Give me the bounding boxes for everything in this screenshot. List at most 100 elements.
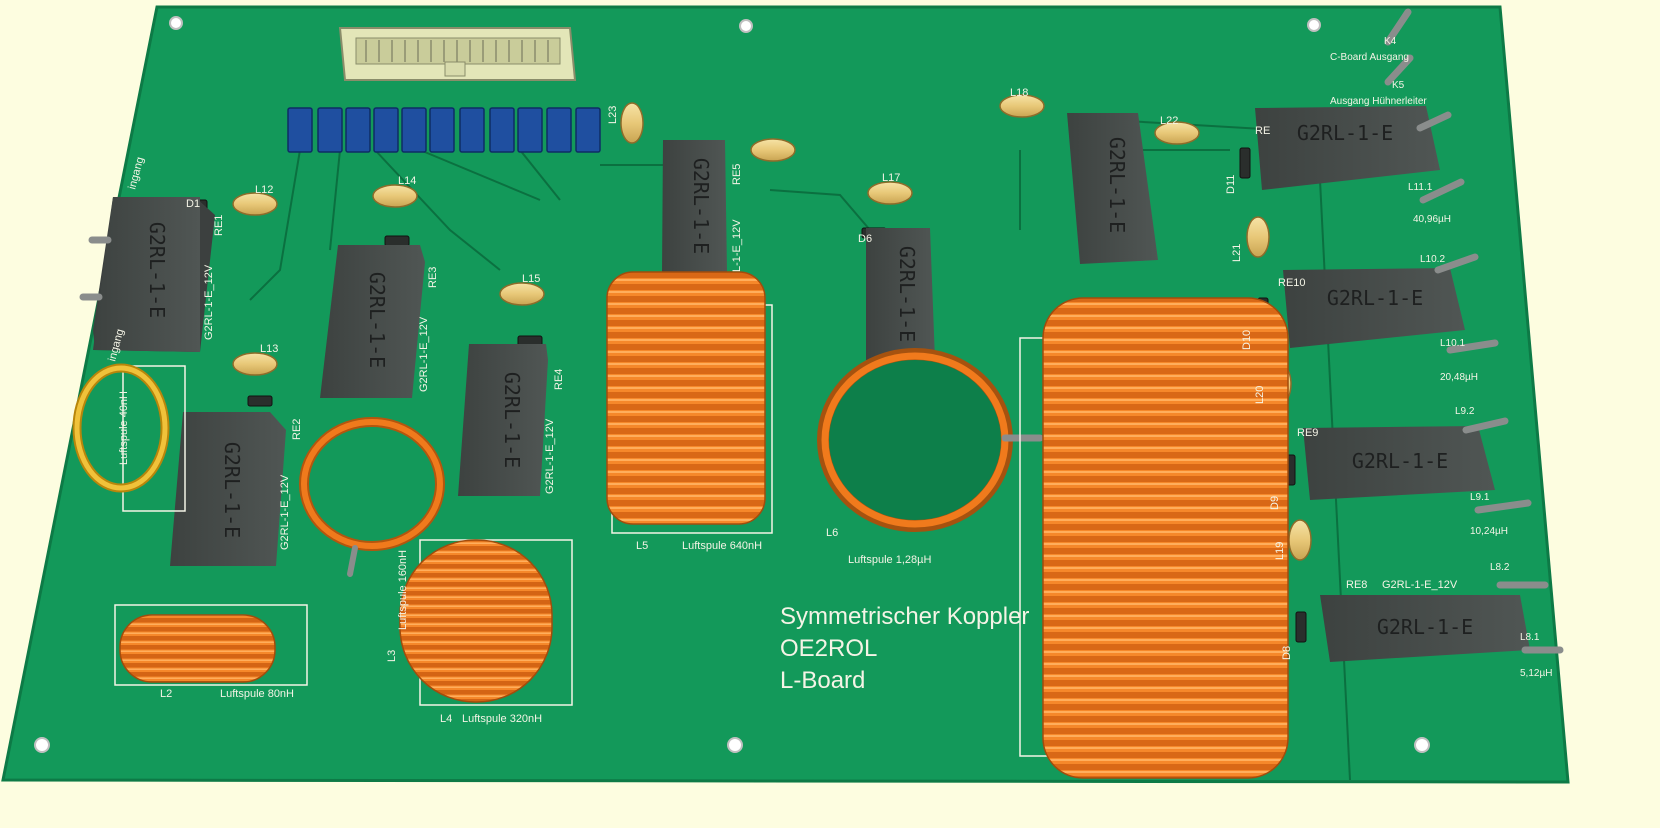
coil-l6 — [817, 348, 1044, 532]
coil-l2 — [114, 604, 308, 686]
svg-text:G2RL-1-E: G2RL-1-E — [1297, 121, 1393, 145]
connector-k4-ref: K4 — [1384, 36, 1397, 47]
coil-l6-label: Luftspule 1,28µH — [848, 554, 931, 566]
svg-text:G2RL-1-E: G2RL-1-E — [895, 246, 919, 342]
board-title: Symmetrischer Koppler OE2ROL L-Board — [780, 603, 1029, 694]
coil-40nh — [72, 363, 186, 512]
jumper-block-row — [287, 107, 601, 153]
out-l10-1-ref: L10.1 — [1440, 338, 1465, 349]
label-l12: L12 — [255, 184, 273, 196]
out-l8-2-ref: L8.2 — [1490, 562, 1510, 573]
relay-re4: G2RL-1-E — [458, 344, 548, 496]
relay-re9-ref: RE9 — [1297, 427, 1318, 439]
label-d10: D10 — [1241, 330, 1253, 350]
relay-re1: G2RL-1-E — [93, 197, 215, 352]
relay-re4-ref: RE4 — [553, 369, 565, 390]
output-labels: L11.1 40,96µH L10.2 L10.1 20,48µH L9.2 L… — [1408, 182, 1552, 679]
label-l20: L20 — [1254, 386, 1266, 404]
label-l15: L15 — [522, 273, 540, 285]
svg-text:G2RL-1-E: G2RL-1-E — [1105, 137, 1129, 233]
relay-re10-ref: RE10 — [1278, 277, 1306, 289]
relay-re8-ref: RE8 — [1346, 579, 1367, 591]
relay-re5-value: L-1-E_12V — [731, 219, 743, 272]
relay-re2-value: G2RL-1-E_12V — [279, 474, 291, 550]
relay-re3: G2RL-1-E — [320, 245, 425, 398]
relay-re4-value: G2RL-1-E_12V — [544, 418, 556, 494]
board-title-line-2: OE2ROL — [780, 635, 877, 662]
out-l8-1-ref: L8.1 — [1520, 632, 1540, 643]
coil-l3-ref: L3 — [386, 650, 398, 662]
relay-re5: G2RL-1-E — [662, 140, 727, 272]
label-d9: D9 — [1269, 496, 1281, 510]
out-l10-2-ref: L10.2 — [1420, 254, 1445, 265]
coil-l5-label: Luftspule 640nH — [682, 540, 762, 552]
connector-k5-label: Ausgang Hühnerleiter — [1330, 96, 1427, 107]
relay-re7: G2RL-1-E — [1067, 113, 1158, 264]
relay-right-3: G2RL-1-E — [1303, 426, 1495, 500]
connector-k5-ref: K5 — [1392, 80, 1405, 91]
coil-l4-label: Luftspule 320nH — [462, 713, 542, 725]
label-d8: D8 — [1281, 646, 1293, 660]
relay-re2: G2RL-1-E — [170, 412, 286, 566]
svg-text:G2RL-1-E: G2RL-1-E — [145, 222, 169, 318]
label-l22: L22 — [1160, 115, 1178, 127]
relay-re5-ref: RE5 — [731, 164, 743, 185]
out-l9-1-ref: L9.1 — [1470, 492, 1490, 503]
coil-l3-label: Luftspule 160nH — [397, 550, 409, 630]
relay-re1-ref: RE1 — [213, 215, 225, 236]
coil-large — [1019, 297, 1289, 779]
coil-l4-ref: L4 — [440, 713, 452, 725]
coil-l5 — [606, 271, 773, 534]
out-l9-2-ref: L9.2 — [1455, 406, 1475, 417]
coil-l6-ref: L6 — [826, 527, 838, 539]
output-pins — [1384, 8, 1564, 654]
svg-text:G2RL-1-E: G2RL-1-E — [500, 372, 524, 468]
relay-re3-ref: RE3 — [427, 267, 439, 288]
connector-k4-label: C-Board Ausgang — [1330, 52, 1409, 63]
coil-l4 — [399, 539, 573, 706]
relay-labels: RE1 G2RL-1-E_12V RE2 G2RL-1-E_12V RE3 G2… — [203, 125, 1458, 591]
mounting-holes — [34, 16, 1430, 753]
board-title-line-3: L-Board — [780, 667, 865, 694]
relay-right-4: G2RL-1-E — [1320, 595, 1530, 662]
connector-labels: K4 C-Board Ausgang K5 Ausgang Hühnerleit… — [1330, 36, 1427, 107]
coil-l5-ref: L5 — [636, 540, 648, 552]
relay-re8-value: G2RL-1-E_12V — [1382, 579, 1458, 591]
left-pins — [79, 236, 112, 301]
relay-right-2: G2RL-1-E — [1283, 268, 1465, 348]
svg-text:G2RL-1-E: G2RL-1-E — [1377, 615, 1473, 639]
coil-l3 — [299, 417, 445, 577]
relay-re2-ref: RE2 — [291, 419, 303, 440]
board-title-line-1: Symmetrischer Koppler — [780, 603, 1029, 630]
svg-text:G2RL-1-E: G2RL-1-E — [689, 158, 713, 254]
label-d1: D1 — [186, 198, 200, 210]
svg-text:G2RL-1-E: G2RL-1-E — [220, 442, 244, 538]
label-l21: L21 — [1231, 244, 1243, 262]
label-l14: L14 — [398, 175, 416, 187]
relay-re6: G2RL-1-E — [866, 228, 935, 360]
out-l8-1-value: 5,12µH — [1520, 668, 1552, 679]
out-l9-1-value: 10,24µH — [1470, 526, 1508, 537]
coil-l2-ref: L2 — [160, 688, 172, 700]
svg-text:G2RL-1-E: G2RL-1-E — [365, 272, 389, 368]
out-l10-1-value: 20,48µH — [1440, 372, 1478, 383]
svg-text:G2RL-1-E: G2RL-1-E — [1327, 286, 1423, 310]
out-l11-1-ref: L11.1 — [1408, 182, 1433, 193]
label-l19: L19 — [1274, 542, 1286, 560]
svg-text:G2RL-1-E: G2RL-1-E — [1352, 449, 1448, 473]
coil-labels: L2 Luftspule 80nH Luftspule 160nH L3 L4 … — [118, 391, 931, 725]
out-l11-1-value: 40,96µH — [1413, 214, 1451, 225]
relay-re3-value: G2RL-1-E_12V — [418, 316, 430, 392]
relay-re-top-ref: RE — [1255, 125, 1270, 137]
label-l13: L13 — [260, 343, 278, 355]
relay-re1-value: G2RL-1-E_12V — [203, 264, 215, 340]
label-l17: L17 — [882, 172, 900, 184]
label-l23: L23 — [607, 106, 619, 124]
relay-right-top: G2RL-1-E — [1255, 106, 1440, 190]
coil-40nh-label: Luftspule 40nH — [118, 391, 130, 465]
coil-l2-label: Luftspule 80nH — [220, 688, 294, 700]
label-l18: L18 — [1010, 87, 1028, 99]
idc-header-connector — [338, 27, 577, 81]
label-d11: D11 — [1225, 175, 1237, 194]
